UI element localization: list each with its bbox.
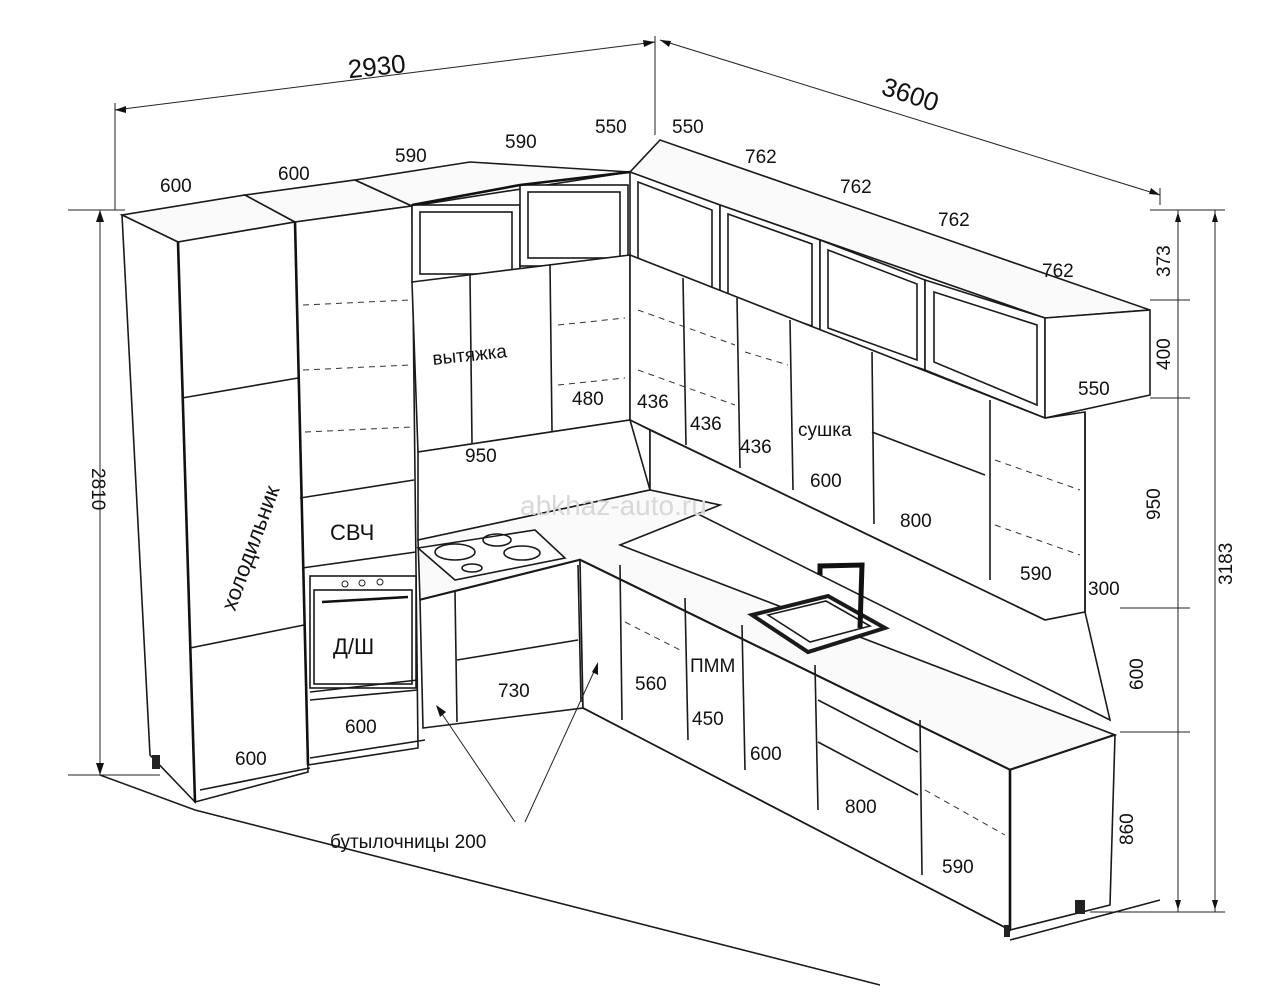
right-dim-373: 373 (1154, 245, 1175, 277)
dim-wall-300: 300 (1088, 579, 1120, 600)
dryer-label: сушка (798, 420, 852, 441)
dim-wall-436-b: 436 (690, 414, 722, 435)
dim-wall-550: 550 (1078, 379, 1110, 400)
cooktop[interactable] (416, 529, 567, 581)
right-dim-860: 860 (1117, 813, 1138, 845)
dim-wall-436-a: 436 (637, 392, 669, 413)
top-width-9: 762 (938, 210, 970, 231)
top-width-7: 762 (745, 147, 777, 168)
top-width-2: 600 (278, 164, 310, 185)
fridge-column (119, 194, 309, 805)
dim-hood-width: 950 (465, 446, 497, 467)
dim-base-800: 800 (845, 797, 877, 818)
oven-column (242, 179, 419, 766)
microwave-label: СВЧ (330, 520, 374, 545)
overall-height-total: 3183 (1216, 543, 1237, 585)
bottle-racks-label: бутылочницы 200 (330, 832, 486, 853)
base-cabinets-right (579, 558, 1116, 932)
dim-base-590: 590 (942, 857, 974, 878)
watermark: abkhaz-auto.ru (520, 490, 707, 521)
top-width-4: 590 (505, 132, 537, 153)
top-width-6: 550 (672, 117, 704, 138)
top-width-1: 600 (160, 176, 192, 197)
dim-base-450: 450 (692, 709, 724, 730)
left-height-dimension (68, 209, 160, 776)
dim-wall-480: 480 (572, 389, 604, 410)
dim-base-oven: 600 (345, 717, 377, 738)
dim-base-fridge: 600 (235, 749, 267, 770)
overall-width-left: 2930 (346, 48, 407, 84)
top-width-3: 590 (395, 146, 427, 167)
overall-height-left: 2810 (87, 468, 108, 510)
overall-dimension-lines (114, 36, 1161, 210)
dim-dryer-width: 600 (810, 471, 842, 492)
dim-wall-436-c: 436 (740, 437, 772, 458)
base-cabinets-back (199, 558, 584, 791)
top-width-8: 762 (840, 177, 872, 198)
bottle-rack-arrows (436, 662, 598, 823)
floor-outline (99, 774, 1161, 986)
right-height-dimensions (1090, 209, 1225, 913)
right-dim-400: 400 (1154, 338, 1175, 370)
upper-glass-cabinets-right (628, 139, 1151, 420)
sink[interactable] (747, 562, 891, 655)
dim-base-560: 560 (635, 674, 667, 695)
upper-glass-cabinets-back (352, 161, 631, 283)
dim-wall-590: 590 (1020, 564, 1052, 585)
legs (152, 755, 1085, 937)
backsplash (417, 419, 1112, 722)
dishwasher-label: ПММ (690, 656, 735, 677)
dim-base-730: 730 (498, 681, 530, 702)
dim-base-600: 600 (750, 744, 782, 765)
dishwasher-oven-label: Д/Ш (333, 634, 374, 659)
right-dim-950: 950 (1144, 488, 1165, 520)
top-width-5: 550 (595, 117, 627, 138)
top-width-10: 762 (1042, 261, 1074, 282)
dim-wall-800: 800 (900, 511, 932, 532)
right-dim-600: 600 (1127, 658, 1148, 690)
